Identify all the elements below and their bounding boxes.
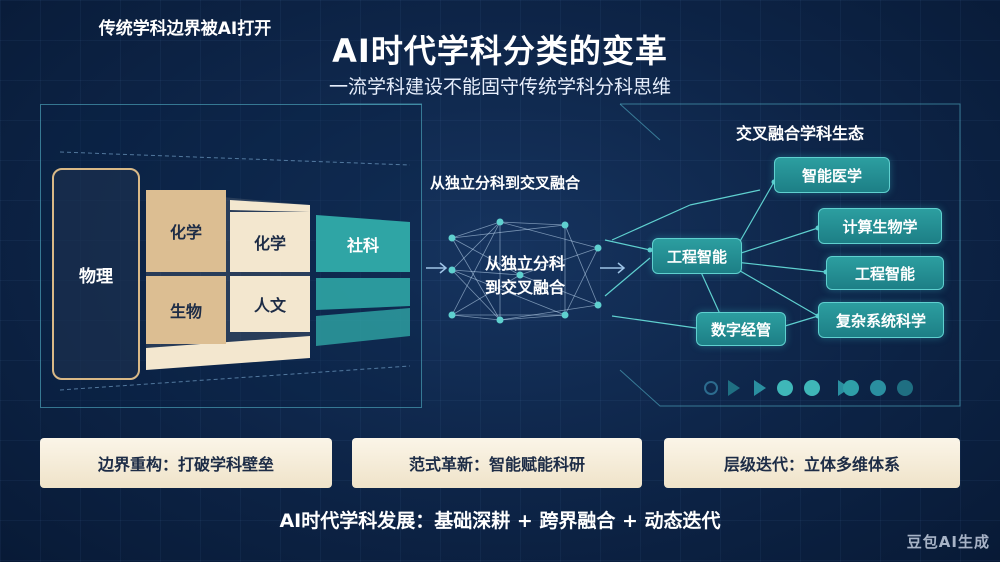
node-complex-systems: 复杂系统科学	[818, 302, 944, 338]
physics-block: 物理	[52, 168, 140, 380]
right-panel-title: 交叉融合学科生态	[735, 124, 864, 143]
network-label-line1: 从独立分科	[484, 254, 565, 273]
humanities-cell: 人文	[230, 276, 310, 332]
pill-hierarchical-iteration: 层级迭代：立体多维体系	[664, 438, 960, 488]
page-title: AI时代学科分类的变革	[332, 32, 668, 70]
chemistry-cell-2: 化学	[230, 212, 310, 272]
left-panel-title: 传统学科边界被AI打开	[98, 19, 272, 39]
node-computational-biology: 计算生物学	[818, 208, 942, 244]
biology-cell: 生物	[146, 276, 226, 344]
social-science-cell: 社科	[346, 235, 379, 255]
watermark: 豆包AI生成	[906, 533, 990, 551]
chemistry-cell: 化学	[146, 190, 226, 272]
pill-paradigm-innovation: 范式革新：智能赋能科研	[352, 438, 642, 488]
node-engineering-intelligence-left: 工程智能	[652, 238, 742, 274]
node-digital-management: 数字经管	[696, 312, 786, 346]
node-smart-medicine: 智能医学	[774, 157, 890, 193]
pill-boundary-reconstruction: 边界重构：打破学科壁垒	[40, 438, 332, 488]
network-label-line2: 到交叉融合	[484, 278, 565, 297]
network-label: 从独立分科 到交叉融合	[465, 252, 585, 300]
summary-line: AI时代学科发展：基础深耕 + 跨界融合 + 动态迭代	[279, 510, 721, 532]
node-engineering-intelligence-right: 工程智能	[826, 256, 944, 290]
transition-label: 从独立分科到交叉融合	[429, 174, 580, 192]
page-subtitle: 一流学科建设不能固守传统学科分科思维	[328, 76, 671, 98]
